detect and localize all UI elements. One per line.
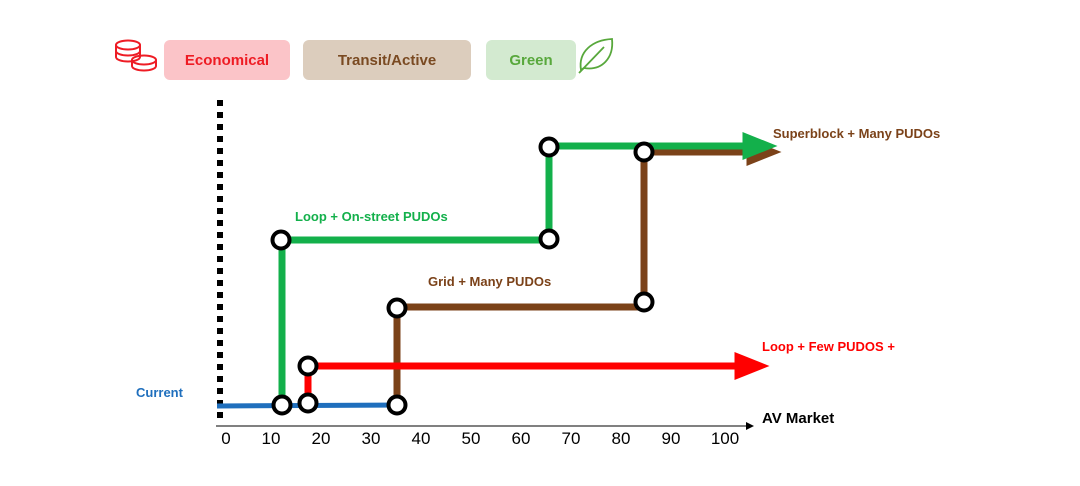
x-axis-label: AV Market bbox=[762, 410, 834, 427]
tick-70: 70 bbox=[562, 429, 581, 448]
node-green-step1 bbox=[270, 229, 292, 251]
label-superblock: Superblock + Many PUDOs bbox=[773, 126, 940, 141]
loop-few-pudos-path bbox=[304, 352, 770, 403]
tick-10: 10 bbox=[262, 429, 281, 448]
tick-100: 100 bbox=[711, 429, 739, 448]
coins-icon bbox=[115, 39, 157, 72]
x-axis-ticks: 0 10 20 30 40 50 60 70 80 90 100 bbox=[221, 429, 739, 448]
tick-90: 90 bbox=[662, 429, 681, 448]
tick-20: 20 bbox=[312, 429, 331, 448]
tick-80: 80 bbox=[612, 429, 631, 448]
label-current: Current bbox=[136, 385, 184, 400]
node-green-step3 bbox=[538, 136, 560, 158]
path-nodes bbox=[270, 136, 655, 416]
label-grid-many: Grid + Many PUDOs bbox=[428, 274, 551, 289]
node-current-red bbox=[297, 392, 319, 414]
legend-economical: Economical bbox=[164, 40, 290, 80]
tick-40: 40 bbox=[412, 429, 431, 448]
node-brown-step2 bbox=[633, 291, 655, 313]
node-brown-step3 bbox=[633, 141, 655, 163]
legend-transit-label: Transit/Active bbox=[337, 51, 437, 69]
node-brown-step1 bbox=[386, 297, 408, 319]
node-red-step bbox=[297, 355, 319, 377]
tick-50: 50 bbox=[462, 429, 481, 448]
node-current-green bbox=[271, 394, 293, 416]
tick-0: 0 bbox=[221, 429, 230, 448]
node-current-brown bbox=[386, 394, 408, 416]
legend-transit-active: Transit/Active bbox=[303, 40, 471, 80]
leaf-icon bbox=[578, 38, 614, 74]
legend-green-label: Green bbox=[509, 51, 553, 69]
label-loop-few: Loop + Few PUDOS + bbox=[762, 339, 895, 354]
label-loop-onstreet: Loop + On-street PUDOs bbox=[295, 209, 448, 224]
legend-economical-label: Economical bbox=[184, 51, 270, 69]
x-axis-arrow bbox=[746, 422, 754, 430]
node-green-step2 bbox=[538, 228, 560, 250]
legend-green: Green bbox=[486, 40, 576, 80]
tick-30: 30 bbox=[362, 429, 381, 448]
tick-60: 60 bbox=[512, 429, 531, 448]
